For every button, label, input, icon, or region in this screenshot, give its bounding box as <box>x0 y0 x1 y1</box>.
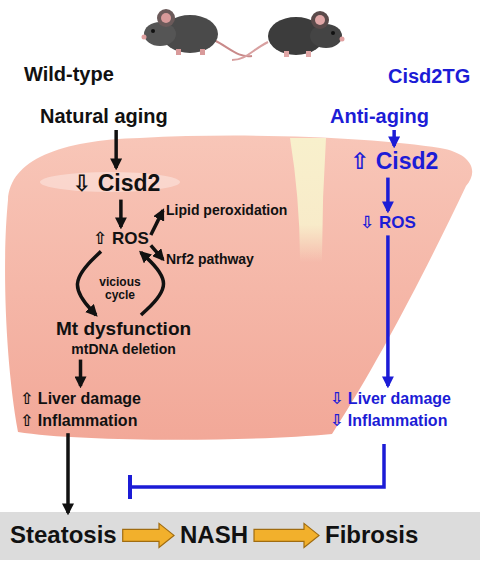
mouse-ear-inner <box>315 15 325 25</box>
mouse-foot <box>284 51 289 57</box>
mouse-tail <box>214 40 252 56</box>
mouse-eye <box>151 29 155 33</box>
mouse-nose <box>340 37 345 42</box>
pathway-step: Lipid peroxidation <box>166 202 287 219</box>
disease-stage: NASH <box>180 521 248 550</box>
node-subtext: mtDNA deletion <box>56 341 191 358</box>
node-text: Steatosis <box>10 521 117 550</box>
pathway-step: ⇧ Liver damage⇧ Inflammation <box>20 388 141 431</box>
free-label: vicious cycle <box>95 276 145 302</box>
block-arrow <box>123 523 174 547</box>
liver-illustration <box>5 136 472 440</box>
node-text: ⇩ Cisd2 <box>72 170 160 198</box>
pathway-step: Natural aging <box>40 104 168 128</box>
mouse-ear-inner <box>161 13 171 23</box>
mouse-ear <box>311 11 329 29</box>
mouse-ear <box>157 9 175 27</box>
mouse-foot <box>306 51 311 57</box>
liver-ligament <box>290 138 326 262</box>
node-subtext: ⇩ Inflammation <box>330 410 451 432</box>
disease-stage: Fibrosis <box>325 521 418 550</box>
arrow-connector <box>79 360 83 386</box>
node-text: Mt dysfunction <box>56 318 191 341</box>
wild-type-mouse <box>142 9 253 56</box>
pathway-step: ⇧ ROS <box>93 229 149 249</box>
free-label: Cisd2TG <box>388 65 470 87</box>
node-text: Fibrosis <box>325 521 418 550</box>
arrow-connector <box>392 130 396 146</box>
node-text: Natural aging <box>40 104 168 128</box>
arrow-connector <box>386 235 390 386</box>
arrow-connector <box>386 178 390 211</box>
node-text: Nrf2 pathway <box>166 251 254 268</box>
arrow-connector <box>151 210 163 235</box>
mouse-foot <box>200 49 205 55</box>
free-label: Wild-type <box>24 63 114 85</box>
block-arrow <box>254 523 319 547</box>
arrow-connector <box>151 245 163 259</box>
arrow-connector <box>77 251 101 315</box>
mouse-tail <box>232 42 268 60</box>
transgenic-mouse <box>232 11 345 60</box>
node-subtext: ⇧ Inflammation <box>20 410 141 432</box>
node-text: NASH <box>180 521 248 550</box>
arrow-connector <box>66 433 70 513</box>
pathway-step: ⇧ Cisd2 <box>350 148 438 176</box>
node-text: Lipid peroxidation <box>166 202 287 219</box>
mouse-foot <box>176 49 181 55</box>
pathway-step: ⇩ Liver damage⇩ Inflammation <box>330 388 451 431</box>
pathway-step: Anti-aging <box>330 104 429 128</box>
node-text: ⇧ Liver damage <box>20 388 141 410</box>
mouse-head <box>144 22 176 46</box>
arrow-connector <box>141 252 164 315</box>
mouse-nose <box>142 35 147 40</box>
mouse-head <box>310 24 342 48</box>
arrow-connector <box>114 130 118 168</box>
disease-stage: Steatosis <box>10 521 117 550</box>
arrow-connector <box>119 200 123 227</box>
node-text: ⇩ ROS <box>360 213 416 233</box>
disease-band <box>0 512 480 560</box>
pathway-step: Mt dysfunctionmtDNA deletion <box>56 318 191 358</box>
inhibition-line <box>132 444 384 487</box>
pathway-step: ⇩ Cisd2 <box>72 170 160 198</box>
node-text: ⇧ Cisd2 <box>350 148 438 176</box>
node-text: ⇧ ROS <box>93 229 149 249</box>
node-text: Anti-aging <box>330 104 429 128</box>
inhibition-bar <box>128 475 132 499</box>
pathway-step: ⇩ ROS <box>360 213 416 233</box>
mouse-eye <box>331 31 335 35</box>
node-text: ⇩ Liver damage <box>330 388 451 410</box>
pathway-step: Nrf2 pathway <box>166 251 254 268</box>
